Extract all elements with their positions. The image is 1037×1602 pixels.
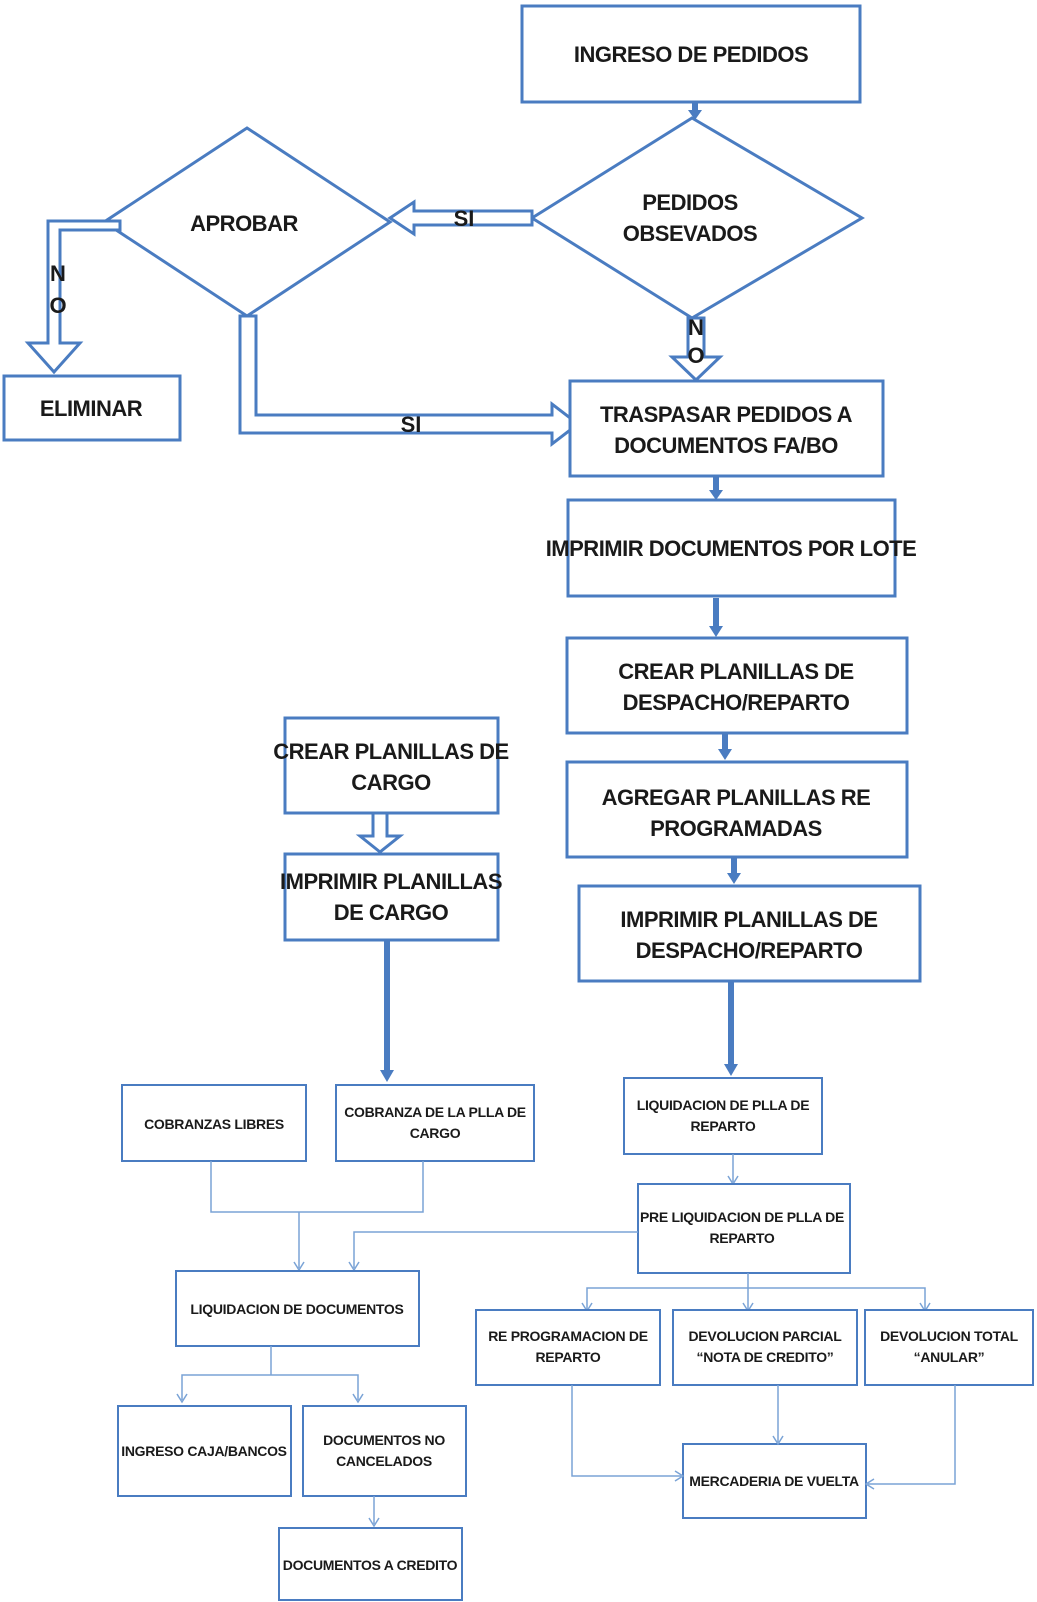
node-agregar-planillas <box>565 760 909 859</box>
arrow-si-observados-to-aprobar <box>387 199 534 237</box>
arrow-head <box>718 749 732 760</box>
edge-label-no-observados-n: N <box>688 315 704 340</box>
node-mercaderia-vuelta-label: MERCADERIA DE VUELTA <box>689 1473 859 1489</box>
connector-liq-docs-bar <box>181 1374 359 1400</box>
node-crear-planillas-cargo <box>283 716 500 815</box>
node-liquidacion-plla-reparto-line2: REPARTO <box>690 1118 755 1134</box>
node-pedidos-observados-line2: OBSEVADOS <box>623 221 757 246</box>
edge-label-no-aprobar-n: N <box>50 261 66 286</box>
node-documentos-no-cancelados-line1: DOCUMENTOS NO <box>323 1432 445 1448</box>
node-imprimir-planillas-despacho-line2: DESPACHO/REPARTO <box>636 938 863 963</box>
node-imprimir-planillas-despacho <box>577 884 922 983</box>
arrow-head <box>380 1070 394 1082</box>
connector-total-to-mercaderia <box>868 1385 956 1485</box>
node-ingreso-pedidos-label: INGRESO DE PEDIDOS <box>574 42 808 67</box>
node-cobranzas-libres-label: COBRANZAS LIBRES <box>144 1116 284 1132</box>
node-eliminar-label: ELIMINAR <box>40 396 143 421</box>
edge-label-no-observados-o: O <box>687 343 704 368</box>
node-imprimir-planillas-cargo <box>283 852 500 942</box>
edge-label-si-observados: SI <box>454 206 475 231</box>
arrow-head <box>709 490 723 500</box>
node-ingreso-caja-label: INGRESO CAJA/BANCOS <box>121 1443 286 1459</box>
node-cobranza-plla-cargo-line1: COBRANZA DE LA PLLA DE <box>344 1104 526 1120</box>
node-imprimir-planillas-despacho-line1: IMPRIMIR PLANILLAS DE <box>620 907 877 932</box>
node-agregar-planillas-line2: PROGRAMADAS <box>650 816 822 841</box>
node-aprobar-label: APROBAR <box>190 211 298 236</box>
node-crear-planillas-cargo-line1: CREAR PLANILLAS DE <box>273 739 508 764</box>
node-devolucion-parcial-line2: “NOTA DE CREDITO” <box>697 1349 834 1365</box>
arrow-head <box>727 873 741 884</box>
node-liquidacion-plla-reparto <box>623 1077 823 1155</box>
node-re-programacion-line1: RE PROGRAMACION DE <box>488 1328 648 1344</box>
arrow-head <box>709 626 723 637</box>
node-documentos-credito-label: DOCUMENTOS A CREDITO <box>283 1557 458 1573</box>
node-cobranza-plla-cargo-line2: CARGO <box>410 1125 461 1141</box>
connector-reprog-to-mercaderia <box>571 1385 681 1477</box>
node-devolucion-parcial-line1: DEVOLUCION PARCIAL <box>688 1328 842 1344</box>
node-ingreso-pedidos <box>520 4 862 104</box>
node-liquidacion-plla-reparto-line1: LIQUIDACION DE PLLA DE <box>637 1097 810 1113</box>
arrow-head <box>368 1517 380 1528</box>
node-mercaderia-vuelta <box>682 1443 867 1519</box>
node-crear-planillas-despacho <box>565 636 909 735</box>
node-imprimir-planillas-cargo-line1: IMPRIMIR PLANILLAS <box>280 869 502 894</box>
arrow-no-aprobar-to-eliminar <box>24 219 122 375</box>
node-traspasar-line2: DOCUMENTOS FA/BO <box>614 433 838 458</box>
arrow-no-observados-to-traspasar <box>668 316 724 383</box>
node-imprimir-documentos <box>566 498 897 598</box>
node-liquidacion-documentos <box>175 1270 420 1347</box>
arrow-head <box>688 110 702 120</box>
arrow-head <box>864 1478 875 1490</box>
node-crear-planillas-despacho-line2: DESPACHO/REPARTO <box>623 690 850 715</box>
node-documentos-no-cancelados <box>302 1405 467 1497</box>
node-eliminar <box>2 374 182 442</box>
arrow-crear-cargo-to-imprimir-cargo <box>355 811 405 854</box>
node-devolucion-total-line1: DEVOLUCION TOTAL <box>880 1328 1019 1344</box>
node-crear-planillas-despacho-line1: CREAR PLANILLAS DE <box>618 659 853 684</box>
arrow-head <box>352 1393 364 1404</box>
node-imprimir-documentos-label: IMPRIMIR DOCUMENTOS POR LOTE <box>546 536 917 561</box>
node-re-programacion-line2: REPARTO <box>535 1349 600 1365</box>
node-documentos-no-cancelados-line2: CANCELADOS <box>336 1453 432 1469</box>
edge-label-si-aprobar: SI <box>401 412 422 437</box>
node-devolucion-total-line2: “ANULAR” <box>914 1349 985 1365</box>
arrow-head <box>724 1064 738 1076</box>
node-crear-planillas-cargo-line2: CARGO <box>351 770 431 795</box>
node-devolucion-parcial <box>672 1309 858 1386</box>
node-documentos-credito <box>278 1527 463 1601</box>
node-cobranzas-libres <box>121 1084 307 1162</box>
node-agregar-planillas-line1: AGREGAR PLANILLAS RE <box>602 785 871 810</box>
node-ingreso-caja <box>117 1405 292 1497</box>
node-pedidos-observados-line1: PEDIDOS <box>642 190 738 215</box>
connector-pre-to-liquidacion-docs <box>353 1231 638 1268</box>
node-cobranza-plla-cargo <box>335 1084 535 1162</box>
arrow-head <box>772 1435 784 1446</box>
node-imprimir-planillas-cargo-line2: DE CARGO <box>334 900 449 925</box>
node-devolucion-total <box>864 1309 1034 1386</box>
connector-branch-bar <box>586 1287 926 1309</box>
arrow-head <box>674 1470 685 1482</box>
edge-label-no-aprobar-o: O <box>49 293 66 318</box>
node-pre-liquidacion-line2: REPARTO <box>709 1230 774 1246</box>
node-pre-liquidacion <box>637 1183 851 1274</box>
node-traspasar-line1: TRASPASAR PEDIDOS A <box>600 402 853 427</box>
node-pedidos-observados <box>529 116 865 320</box>
node-liquidacion-documentos-label: LIQUIDACION DE DOCUMENTOS <box>190 1301 403 1317</box>
node-traspasar <box>568 379 885 478</box>
arrow-head <box>176 1393 188 1404</box>
node-pre-liquidacion-line1: PRE LIQUIDACION DE PLLA DE <box>640 1209 844 1225</box>
connector-cobranzas-merge <box>210 1161 424 1213</box>
node-re-programacion <box>475 1309 661 1386</box>
